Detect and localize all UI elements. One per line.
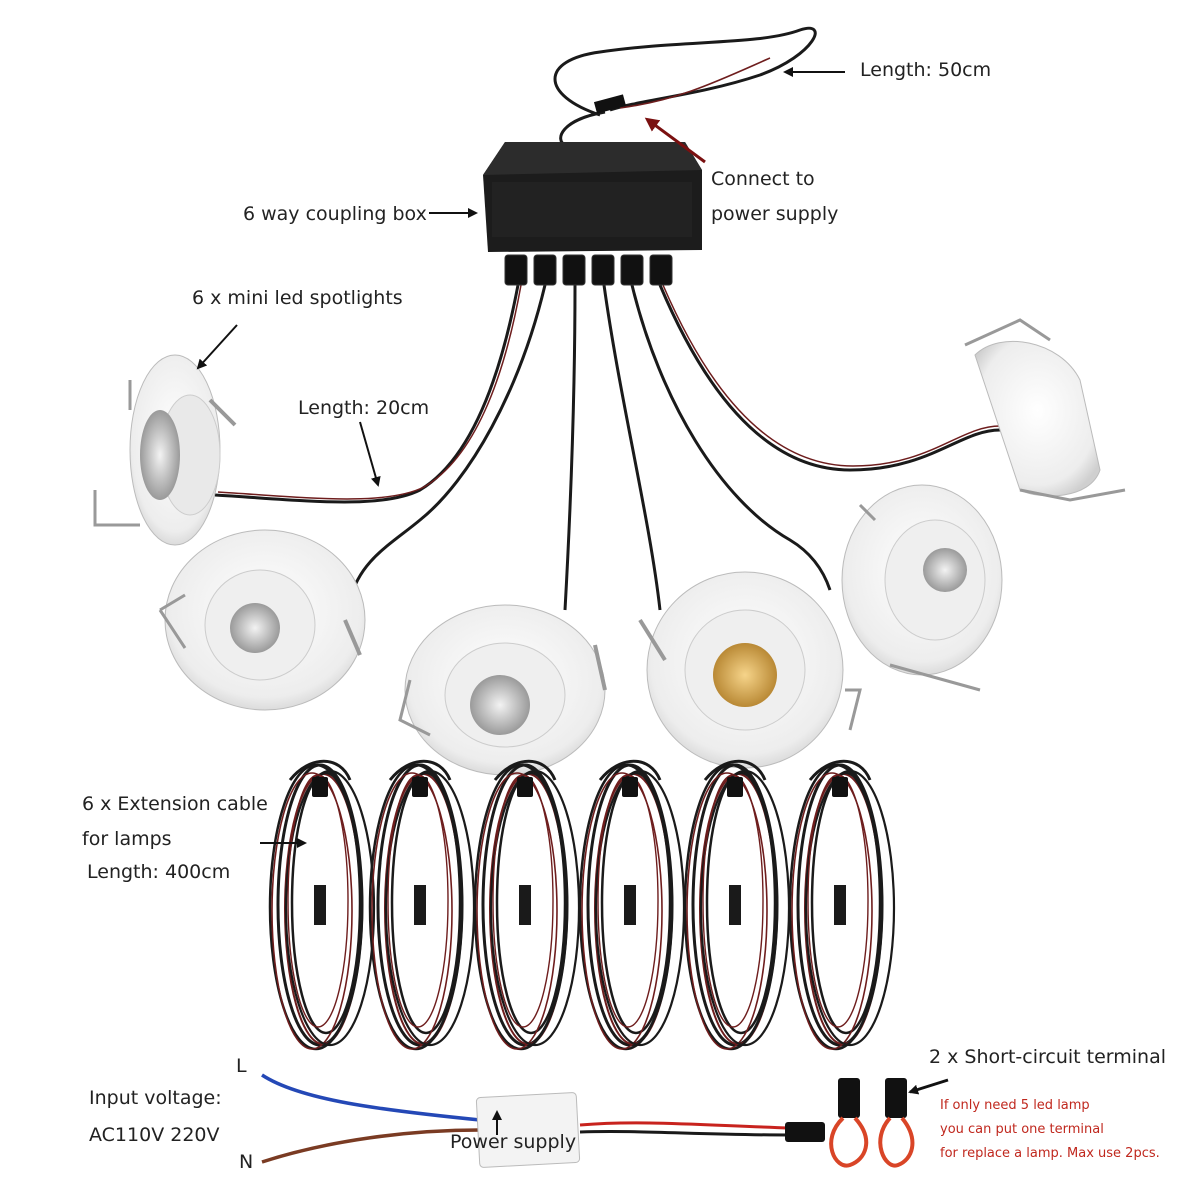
arrow-spotlights xyxy=(196,324,238,370)
label-extension-line1: 6 x Extension cable xyxy=(82,793,268,815)
extension-cables xyxy=(268,759,896,1051)
extension-coil-2 xyxy=(368,759,476,1051)
label-spotlights: 6 x mini led spotlights xyxy=(192,287,403,309)
label-input-voltage-line2: AC110V 220V xyxy=(89,1124,220,1146)
power-supply-assembly xyxy=(261,1073,825,1168)
spotlight-2 xyxy=(158,529,366,711)
arrow-terminal xyxy=(908,1078,949,1095)
spotlight-4 xyxy=(638,571,862,769)
arrow-20cm xyxy=(359,421,381,487)
label-connect-line2: power supply xyxy=(711,203,839,225)
label-wire-l: L xyxy=(236,1055,247,1077)
note-line2: you can put one terminal xyxy=(940,1122,1104,1137)
spotlight-6 xyxy=(964,318,1126,502)
label-extension-line2: for lamps xyxy=(82,828,172,850)
label-power-supply: Power supply xyxy=(450,1131,577,1153)
annotation-arrows xyxy=(196,67,949,1135)
note-line3: for replace a lamp. Max use 2pcs. xyxy=(940,1146,1160,1161)
extension-coil-5 xyxy=(683,759,791,1051)
label-length-20cm: Length: 20cm xyxy=(298,397,430,419)
extension-coil-4 xyxy=(578,759,686,1051)
extension-coil-3 xyxy=(473,759,581,1051)
spotlight-3 xyxy=(398,604,607,776)
arrow-connect-power xyxy=(644,117,706,164)
extension-coil-6 xyxy=(788,759,896,1051)
label-extension-line3: Length: 400cm xyxy=(87,861,231,883)
lamp-cables xyxy=(214,284,1001,611)
spotlight-5 xyxy=(841,484,1003,692)
extension-coil-1 xyxy=(268,759,376,1051)
power-supply-unit xyxy=(475,1092,581,1168)
spotlight-1 xyxy=(93,354,237,546)
label-coupling-box: 6 way coupling box xyxy=(243,203,427,225)
power-cable-50cm xyxy=(553,26,817,147)
label-wire-n: N xyxy=(239,1151,254,1173)
label-connect-line1: Connect to xyxy=(711,168,815,190)
label-short-circuit: 2 x Short-circuit terminal xyxy=(929,1046,1166,1068)
coupling-box xyxy=(483,142,702,286)
power-plug xyxy=(785,1122,825,1142)
short-circuit-terminals xyxy=(829,1078,915,1168)
label-input-voltage-line1: Input voltage: xyxy=(89,1087,222,1109)
note-line1: If only need 5 led lamp xyxy=(940,1098,1090,1113)
label-length-50cm: Length: 50cm xyxy=(860,59,992,81)
